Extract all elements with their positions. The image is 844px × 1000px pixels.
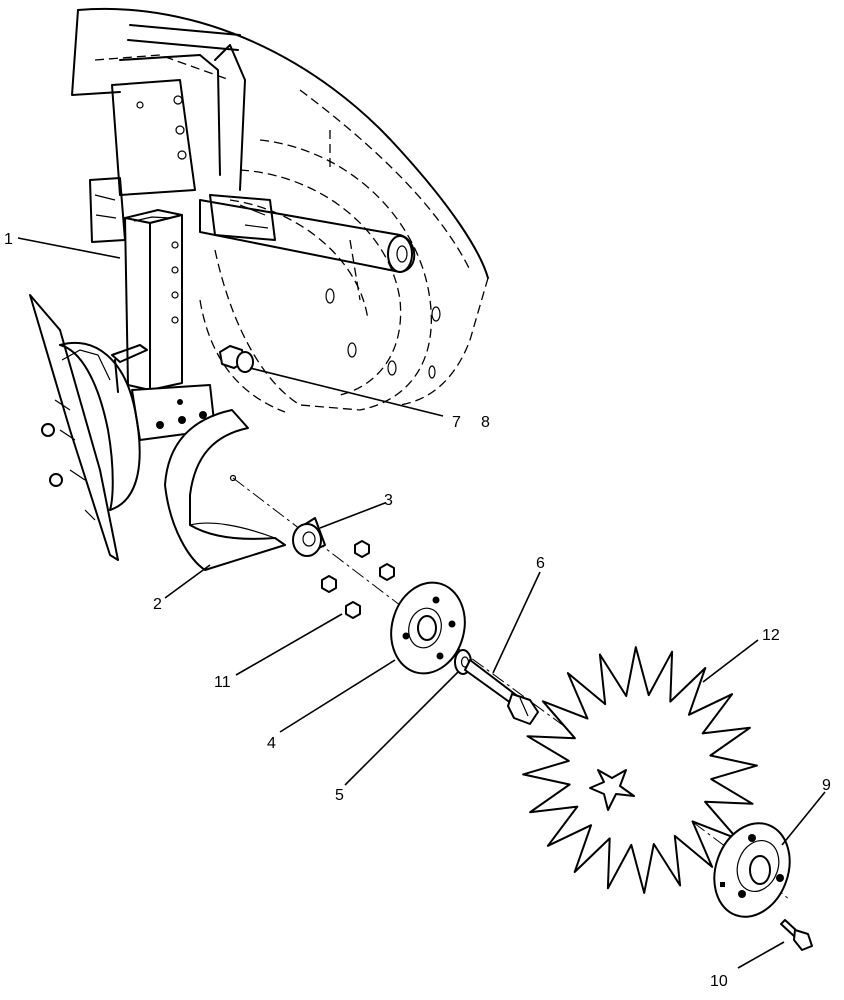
callout-2: 2 [153,596,162,613]
callout-6: 6 [536,555,545,572]
callout-labels: 1 2 3 4 5 6 7 8 9 10 11 12 [4,231,831,990]
callout-11: 11 [214,674,231,691]
callout-1: 1 [4,231,13,248]
callout-3: 3 [384,492,393,509]
callout-5: 5 [335,787,344,804]
leader-lines [17,237,826,969]
frame-assembly [71,8,489,413]
part-3-spacer [292,517,326,557]
part-2-shield [164,409,286,571]
callout-8: 8 [481,414,490,431]
shank-tube [111,209,216,441]
side-disc [29,294,141,561]
part-7-8-nut-washer [219,345,254,373]
part-9-cap [713,822,791,918]
callout-7: 7 [452,414,461,431]
part-11-nuts [321,540,395,619]
part-4-hub [390,581,466,675]
callout-9: 9 [822,777,831,794]
callout-10: 10 [710,973,728,990]
part-10-screw [780,919,813,951]
part-6-bolt [464,659,539,725]
part-12-star-wheel [522,646,758,894]
callout-4: 4 [267,735,276,752]
callout-12: 12 [762,627,780,644]
